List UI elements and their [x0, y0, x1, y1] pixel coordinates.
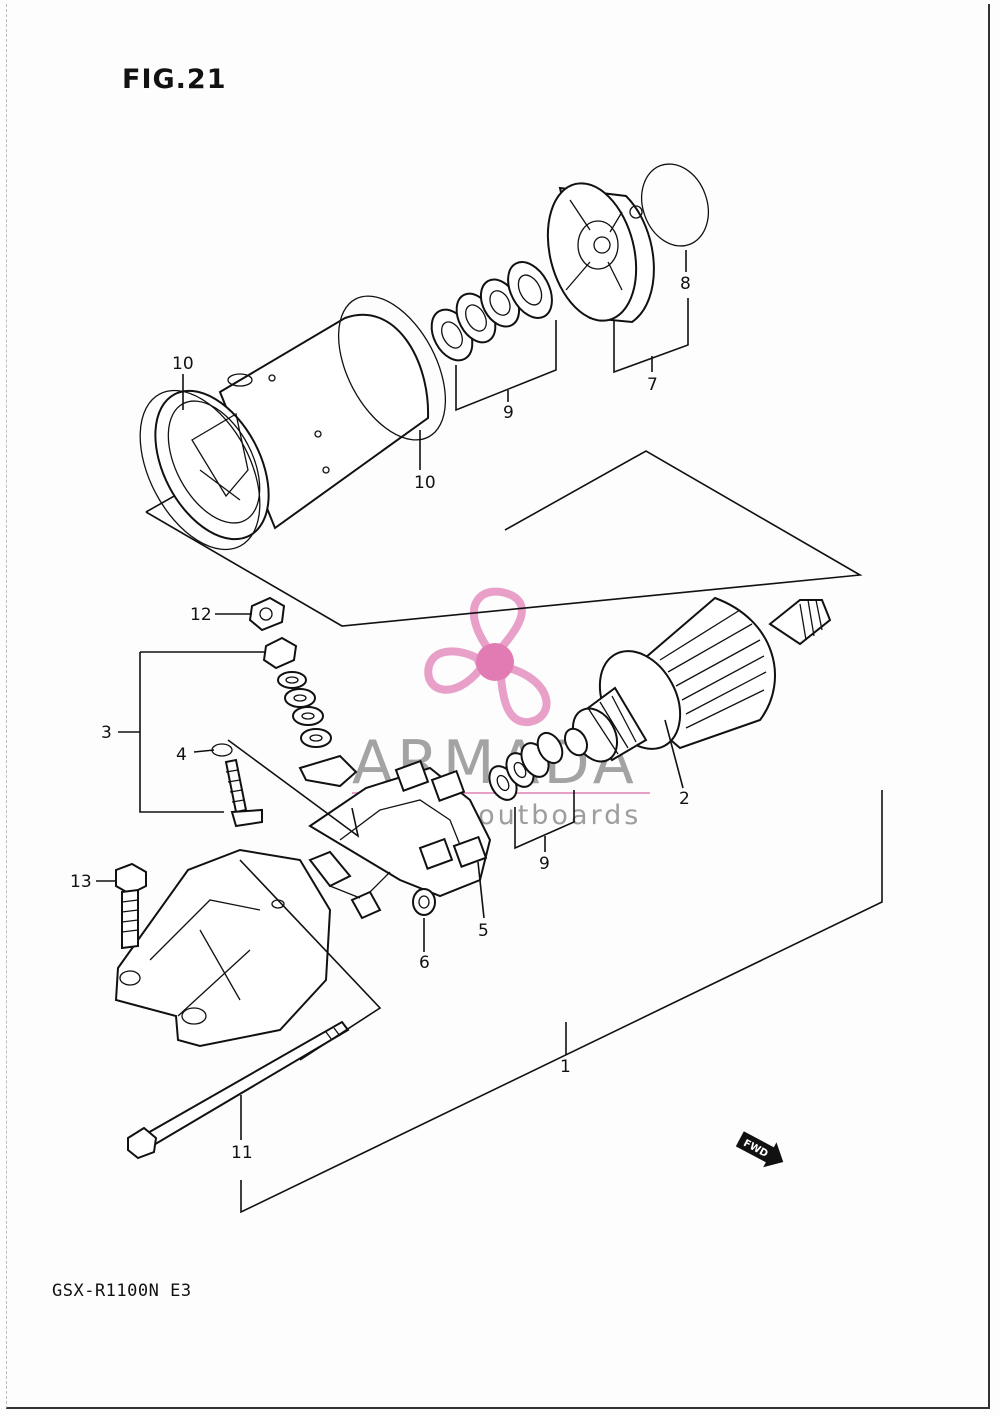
leader-lines	[96, 250, 689, 1140]
page-border	[6, 4, 990, 1409]
bearing	[412, 888, 436, 916]
shim-set-upper	[430, 261, 553, 362]
front-housing	[114, 848, 332, 1048]
callout-5: 5	[478, 921, 489, 941]
callout-2: 2	[679, 789, 690, 809]
figure-title: FIG.21	[122, 64, 227, 95]
front-housing-group-outline	[239, 859, 382, 1061]
callout-1: 1	[560, 1057, 571, 1077]
shim-set-lower	[488, 731, 564, 801]
callout-3: 3	[101, 723, 112, 743]
callout-numbers: 1 2 3 4 5 6 7 8 9 9 10 10 11 12 13	[70, 274, 691, 1163]
terminal-bolt-set	[211, 596, 358, 828]
callout-13: 13	[70, 872, 92, 892]
yoke-housing	[154, 313, 430, 541]
callout-10-upper: 10	[172, 354, 194, 374]
o-ring-front	[337, 295, 447, 441]
yoke-housing-group	[139, 163, 863, 627]
o-ring-cover	[641, 163, 709, 247]
assembly-bracket	[240, 790, 883, 1214]
callout-7: 7	[647, 375, 658, 395]
callout-10-lower: 10	[414, 473, 436, 493]
callout-9-upper: 9	[503, 403, 514, 423]
brush-group-outline	[227, 739, 360, 838]
model-code: GSX-R1100N E3	[52, 1281, 192, 1301]
callout-9-lower: 9	[539, 854, 550, 874]
propeller-logo	[424, 587, 551, 727]
armature	[563, 596, 832, 763]
callout-11: 11	[231, 1143, 253, 1163]
through-bolt	[127, 1020, 350, 1160]
callout-6: 6	[419, 953, 430, 973]
o-ring-rear	[139, 389, 261, 551]
logo-hub	[476, 643, 514, 681]
callout-8: 8	[680, 274, 691, 294]
callout-4: 4	[176, 745, 187, 765]
callout-12: 12	[190, 605, 212, 625]
fwd-direction-arrow: FWD	[735, 1131, 784, 1168]
brush-holder	[308, 759, 492, 920]
end-cover	[546, 182, 655, 324]
